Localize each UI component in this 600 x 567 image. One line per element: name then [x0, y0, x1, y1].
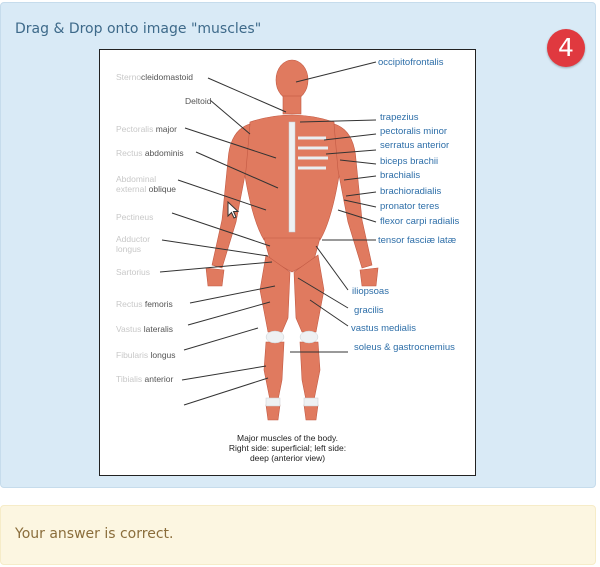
- fixed-label-sternocleidomastoid: Sternocleidomastoid: [116, 72, 194, 82]
- image-caption: Major muscles of the body. Right side: s…: [100, 433, 475, 463]
- fixed-label-vastus-lateralis: Vastus lateralis: [116, 324, 174, 334]
- fixed-label-fibularis-longus: Fibularis longus: [116, 350, 176, 360]
- fixed-label-external-oblique: external oblique: [116, 184, 177, 194]
- question-title: Drag & Drop onto image "muscles": [15, 21, 262, 37]
- placed-label-serratus-anterior[interactable]: serratus anterior: [380, 140, 450, 151]
- fixed-label-rectus-femoris: Rectus femoris: [116, 299, 173, 309]
- fixed-label-rectus-abdominis: Rectus abdominis: [116, 148, 184, 158]
- placed-label-brachialis[interactable]: brachialis: [380, 170, 421, 181]
- placed-label-pronator-teres[interactable]: pronator teres: [380, 201, 440, 212]
- placed-label-biceps-brachii[interactable]: biceps brachii: [380, 156, 439, 167]
- placed-label-flexor-carpi-radialis[interactable]: flexor carpi radialis: [380, 216, 460, 227]
- fixed-label-pectineus: Pectineus: [116, 212, 154, 222]
- question-panel: Drag & Drop onto image "muscles" 4: [0, 2, 596, 488]
- fixed-label-pectoralis-major: Pectoralis major: [116, 124, 177, 134]
- placed-label-iliopsoas[interactable]: iliopsoas: [352, 286, 389, 297]
- fixed-label-longus: longus: [116, 244, 142, 254]
- feedback-panel: Your answer is correct.: [0, 505, 596, 565]
- fixed-label-deltoid: Deltoid: [185, 96, 212, 106]
- drop-target-image[interactable]: Sternocleidomastoid Deltoid Pectoralis m…: [99, 49, 476, 476]
- placed-label-soleus-gastrocnemius[interactable]: soleus & gastrocnemius: [354, 342, 455, 353]
- caption-line: deep (anterior view): [249, 453, 326, 463]
- placed-label-occipitofrontalis[interactable]: occipitofrontalis: [378, 57, 444, 68]
- muscle-figure-illustration: [159, 59, 379, 421]
- placed-label-vastus-medialis[interactable]: vastus medialis: [351, 323, 416, 334]
- fixed-label-sartorius: Sartorius: [116, 267, 151, 277]
- question-number-badge: 4: [547, 29, 585, 67]
- fixed-label-adductor: Adductor: [116, 234, 151, 244]
- placed-label-gracilis[interactable]: gracilis: [354, 305, 384, 316]
- caption-line: Major muscles of the body.: [237, 433, 338, 443]
- placed-label-tensor-fasciae-latae[interactable]: tensor fasciæ latæ: [378, 235, 457, 246]
- feedback-message: Your answer is correct.: [15, 526, 174, 542]
- fixed-label-tibialis-anterior: Tibialis anterior: [116, 374, 174, 384]
- placed-label-brachioradialis[interactable]: brachioradialis: [380, 186, 442, 197]
- placed-label-pectoralis-minor[interactable]: pectoralis minor: [380, 126, 448, 137]
- mouse-cursor-icon: [227, 201, 240, 219]
- placed-label-trapezius[interactable]: trapezius: [380, 112, 419, 123]
- caption-line: Right side: superficial; left side:: [228, 443, 347, 453]
- fixed-label-abdominal: Abdominal: [116, 174, 157, 184]
